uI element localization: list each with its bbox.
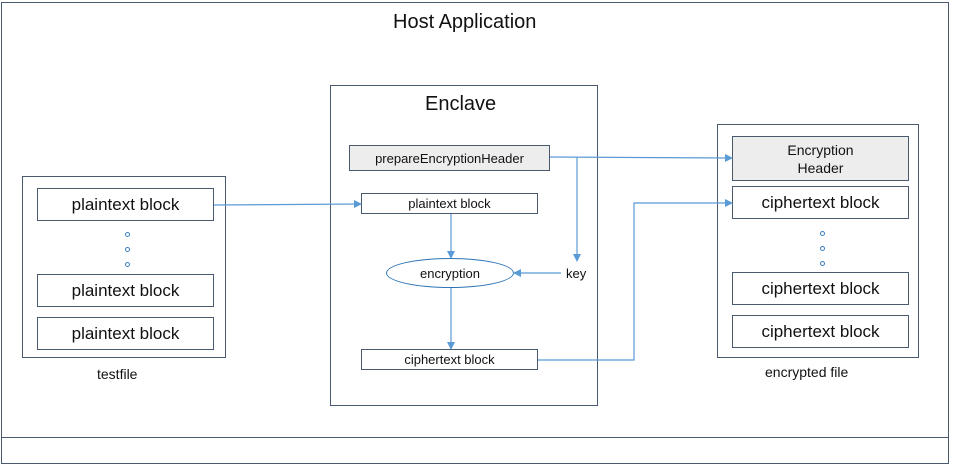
enclave-plaintext-block: plaintext block <box>361 193 538 214</box>
ellipsis-dot <box>820 231 825 236</box>
encryption-header-line1: Encryption <box>787 141 854 158</box>
ellipsis-dot <box>125 232 130 237</box>
testfile-label: testfile <box>97 366 138 382</box>
arrow-ciphertext-to-encrypted-file <box>538 199 733 361</box>
encrypted-ciphertext-block-3: ciphertext block <box>732 315 909 348</box>
encrypted-ciphertext-block-1: ciphertext block <box>732 186 909 219</box>
key-label: key <box>566 266 587 281</box>
ellipsis-dot <box>125 262 130 267</box>
prepare-encryption-header-block: prepareEncryptionHeader <box>349 145 550 171</box>
host-bottom-divider <box>1 437 949 438</box>
host-application-title: Host Application <box>393 11 537 33</box>
enclave-title: Enclave <box>425 93 497 115</box>
ellipsis-dot <box>820 261 825 266</box>
encryption-ellipse: encryption <box>386 258 514 288</box>
encryption-header-line2: Header <box>797 159 844 176</box>
testfile-plaintext-block-1: plaintext block <box>37 188 214 221</box>
encryption-header-block: Encryption Header <box>732 136 909 181</box>
ellipsis-dot <box>125 247 130 252</box>
testfile-plaintext-block-2: plaintext block <box>37 274 214 307</box>
ellipsis-dot <box>820 246 825 251</box>
encrypted-file-label: encrypted file <box>765 364 849 380</box>
arrow-header-to-encrypted-file <box>549 153 733 162</box>
testfile-plaintext-block-3: plaintext block <box>37 317 214 350</box>
arrow-plaintext-to-enclave <box>213 200 362 209</box>
encrypted-ciphertext-block-2: ciphertext block <box>732 272 909 305</box>
